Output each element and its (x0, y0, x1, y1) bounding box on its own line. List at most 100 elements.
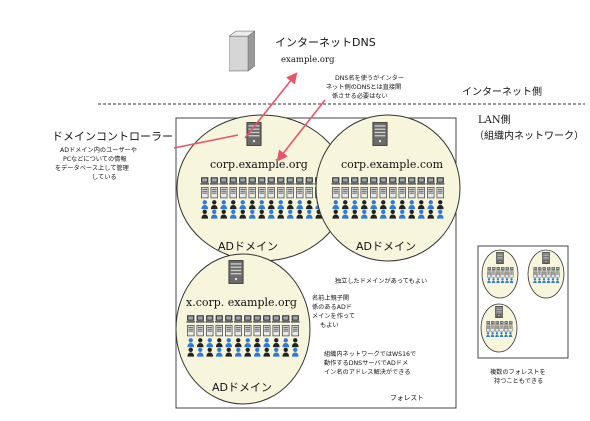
desktop-pc-icon (331, 186, 340, 199)
desktop-pc-icon (295, 186, 304, 199)
laptop-icon (505, 267, 510, 271)
laptop-icon (350, 177, 360, 186)
laptop-icon (224, 315, 234, 324)
dc-pointer-line (173, 134, 239, 149)
laptop-icon (490, 321, 495, 325)
laptop-icon (491, 267, 496, 271)
domain-ellipse (315, 114, 461, 262)
mini-server-icon (496, 252, 504, 264)
domain-controller-desc-2: PCなどについての情報 (63, 155, 127, 163)
dns-note-line2: ネット側のDNSとは直接関 (326, 83, 401, 91)
desktop-pc-icon (219, 186, 228, 199)
desktop-pc-icon (196, 324, 205, 337)
dns-note-line3: 係させる必要はない (332, 92, 388, 100)
domain-name: corp.example.com (341, 158, 444, 171)
laptop-icon (551, 267, 556, 271)
domain-label: ADドメイン (356, 240, 416, 253)
laptop-icon (555, 267, 560, 271)
domain-label: ADドメイン (212, 381, 272, 394)
laptop-icon (186, 315, 196, 324)
desktop-pc-icon (499, 325, 504, 332)
laptop-icon (509, 267, 514, 271)
parent-child-note-4: もよい (320, 322, 339, 329)
desktop-pc-icon (388, 186, 397, 199)
desktop-pc-icon (186, 324, 195, 337)
desktop-pc-icon (369, 186, 378, 199)
laptop-icon (486, 321, 491, 325)
desktop-pc-icon (509, 271, 514, 278)
laptop-icon (243, 315, 253, 324)
desktop-pc-icon (436, 186, 445, 199)
desktop-pc-icon (267, 186, 276, 199)
laptop-icon (340, 177, 350, 186)
domain-controller-server-icon (228, 260, 244, 284)
laptop-icon (200, 177, 210, 186)
laptop-icon (276, 177, 286, 186)
mini-domain-ellipse (527, 249, 565, 299)
laptop-icon (533, 267, 538, 271)
dns-server-note-1: 組織内ネットワークではWS16で (324, 350, 416, 358)
laptop-icon (266, 177, 276, 186)
laptop-icon (426, 177, 436, 186)
laptop-icon (205, 315, 215, 324)
laptop-icon (496, 267, 501, 271)
multi-forest-note-1: 複数のフォレストを (490, 368, 546, 376)
dns-note-line1: DNS名を使うがインター (335, 74, 404, 82)
laptop-icon (499, 321, 504, 325)
laptop-icon (397, 177, 407, 186)
laptop-icon (262, 315, 272, 324)
desktop-pc-icon (262, 324, 271, 337)
desktop-pc-icon (542, 271, 546, 278)
multi-forest-box (477, 245, 569, 359)
desktop-pc-icon (537, 271, 542, 278)
laptop-icon (290, 315, 300, 324)
laptop-icon (407, 177, 417, 186)
desktop-pc-icon (487, 271, 491, 278)
laptop-icon (252, 315, 262, 324)
parent-child-note-1: 名前上親子関 (312, 294, 349, 302)
desktop-pc-icon (286, 186, 295, 199)
domain-controller-title: ドメインコントローラー (52, 130, 173, 143)
desktop-pc-icon (505, 271, 509, 278)
desktop-pc-icon (417, 186, 426, 199)
ad-domain-corp-example-org: corp.example.org ADドメイン (176, 114, 348, 262)
desktop-pc-icon (257, 186, 266, 199)
desktop-pc-icon (490, 325, 495, 332)
mini-server-icon (495, 306, 503, 318)
laptop-icon (495, 321, 500, 325)
desktop-pc-icon (200, 186, 209, 199)
domain-ellipse (175, 253, 311, 405)
ad-domain-x-corp-example-org: x.corp. example.org ADドメイン (175, 253, 311, 405)
independent-domain-note: 独立したドメインがあってもよい (335, 277, 427, 285)
desktop-pc-icon (229, 186, 238, 199)
mini-server-icon (542, 252, 550, 264)
desktop-pc-icon (224, 324, 233, 337)
domain-controller-desc-4: している (92, 174, 117, 181)
desktop-pc-icon (426, 186, 435, 199)
laptop-icon (508, 321, 513, 325)
dns-arrow-down (276, 99, 326, 162)
laptop-icon (504, 321, 509, 325)
laptop-icon (271, 315, 281, 324)
desktop-pc-icon (398, 186, 407, 199)
internet-dns-title: インターネットDNS (275, 36, 376, 49)
desktop-pc-icon (305, 186, 314, 199)
laptop-icon (209, 177, 219, 186)
desktop-pc-icon (215, 324, 224, 337)
desktop-pc-icon (533, 271, 537, 278)
laptop-icon (388, 177, 398, 186)
desktop-pc-icon (291, 324, 300, 337)
laptop-icon (228, 177, 238, 186)
internet-side-label: インターネット側 (462, 85, 542, 98)
domain-label: ADドメイン (218, 240, 278, 253)
desktop-pc-icon (379, 186, 388, 199)
domain-name: x.corp. example.org (186, 296, 297, 309)
laptop-icon (542, 267, 547, 271)
desktop-pc-icon (205, 324, 214, 337)
domain-name: corp.example.org (210, 158, 308, 171)
multi-forest-note-2: 持つこともできる (494, 377, 543, 385)
desktop-pc-icon (508, 325, 513, 332)
laptop-icon (487, 267, 492, 271)
mini-forest-frame (477, 245, 569, 359)
